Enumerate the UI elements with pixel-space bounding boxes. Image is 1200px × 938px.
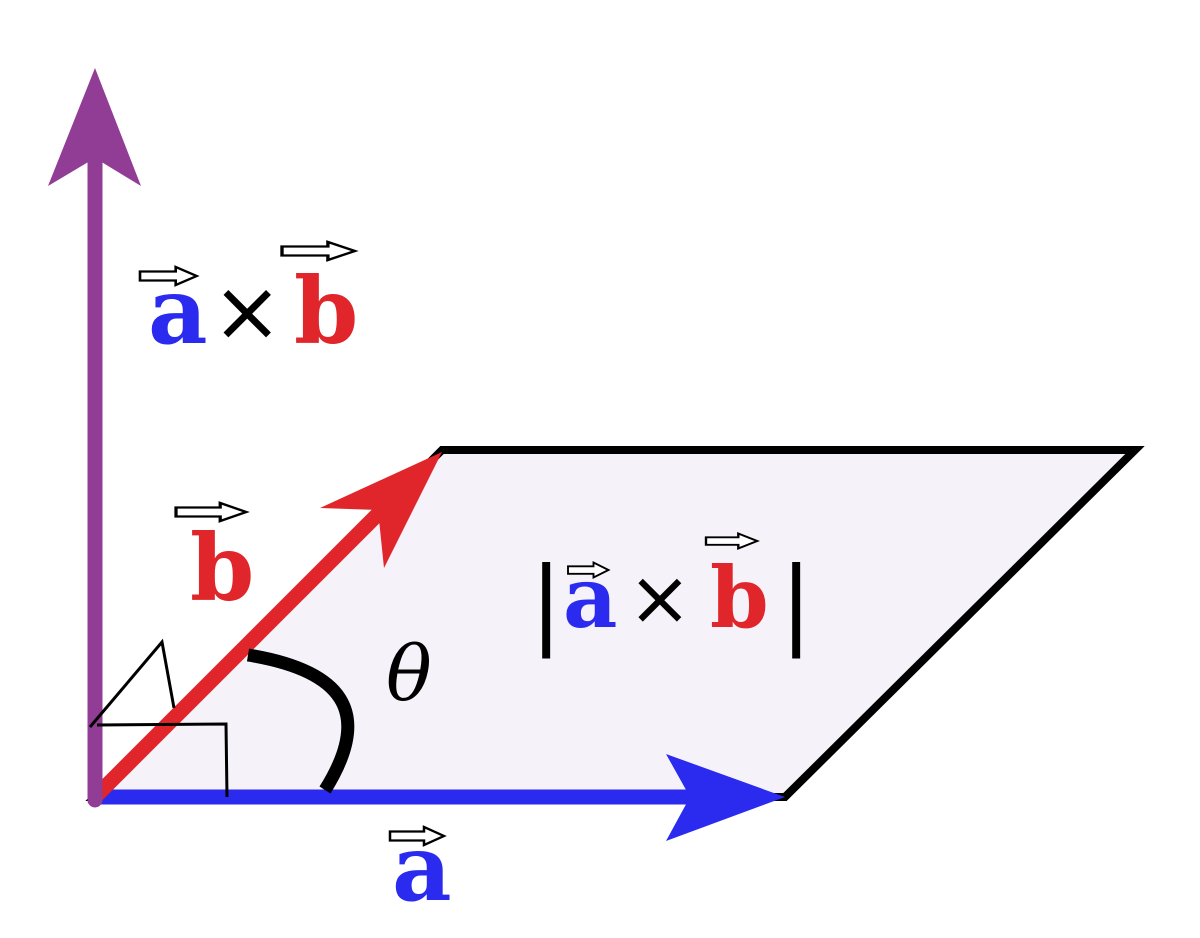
right-angle-marker-b: [88, 638, 176, 728]
area-label: | a × b |: [530, 532, 812, 660]
area-label-times: ×: [628, 553, 692, 642]
vector-b-label: b: [174, 501, 254, 622]
vector-a-label: a: [388, 814, 452, 922]
area-bar-close: |: [780, 547, 812, 660]
vector-b-arrowhead: [320, 452, 442, 568]
cross-product-label: a × b: [138, 240, 358, 365]
angle-label: θ: [386, 629, 432, 718]
angle-arc: [246, 648, 355, 794]
vector-a-arrowhead: [666, 754, 785, 841]
cross-product-vector-arrowhead: [48, 68, 141, 186]
vector-a-letter: a: [392, 814, 452, 922]
cross-label-a: a: [148, 257, 208, 365]
cross-label-b: b: [294, 257, 358, 365]
right-angle-marker-a: [96, 722, 229, 798]
vector-b-shaft: [91, 481, 411, 801]
vector-b-letter: b: [190, 514, 254, 622]
area-bar-open: |: [530, 547, 562, 660]
area-label-b: b: [710, 548, 769, 647]
cross-label-times: ×: [212, 262, 282, 360]
area-label-a: a: [563, 548, 617, 647]
